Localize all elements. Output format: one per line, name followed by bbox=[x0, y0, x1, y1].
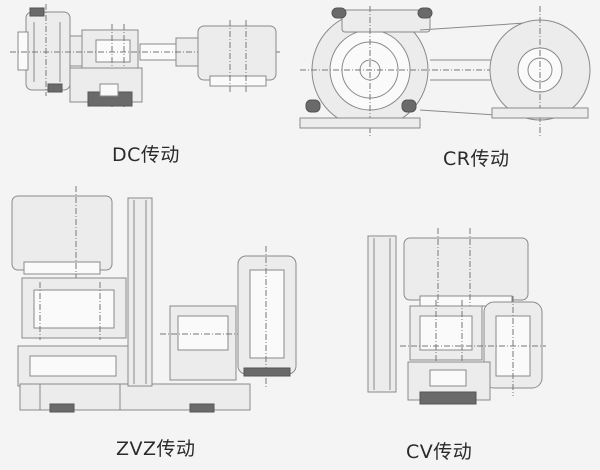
caption-zvz-drive: ZVZ传动 bbox=[116, 438, 196, 460]
cv-drive-drawing bbox=[367, 228, 546, 405]
caption-dc-drive: DC传动 bbox=[112, 144, 180, 166]
caption-cr-drive: CR传动 bbox=[443, 148, 510, 170]
cr-drive-drawing bbox=[299, 6, 591, 138]
zvz-drive-drawing bbox=[11, 186, 297, 413]
dc-drive-drawing bbox=[10, 4, 282, 108]
caption-cv-drive: CV传动 bbox=[406, 441, 473, 463]
